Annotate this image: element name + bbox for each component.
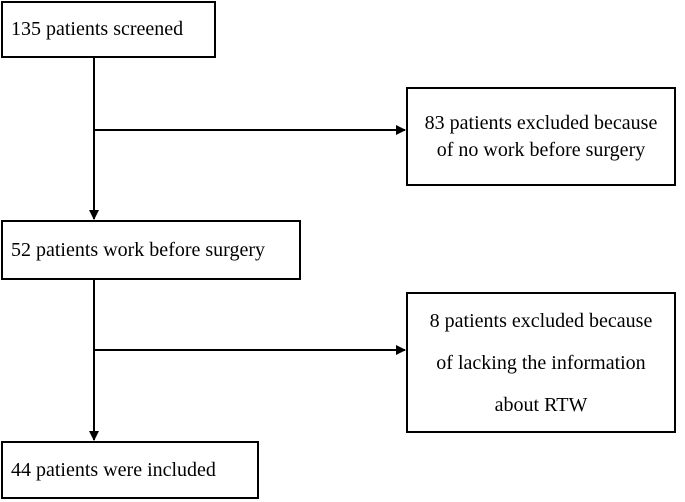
excluded-lacking-info-line-3: about RTW (494, 393, 588, 416)
excluded-no-work-box: 83 patients excluded because of no work … (406, 87, 676, 186)
excluded-lacking-info-line-2: of lacking the information (436, 351, 646, 374)
included-text: 44 patients were included (11, 458, 216, 481)
screened-text: 135 patients screened (11, 18, 184, 40)
included-box: 44 patients were included (1, 441, 259, 499)
working-text: 52 patients work before surgery (11, 238, 266, 261)
excluded-lacking-info-box: 8 patients excluded because of lacking t… (406, 292, 676, 433)
excluded-lacking-info-line-1: 8 patients excluded because (429, 309, 653, 332)
working-box: 52 patients work before surgery (1, 220, 301, 280)
excluded-no-work-line-2: of no work before surgery (436, 138, 646, 161)
screened-box: 135 patients screened (1, 1, 216, 58)
excluded-no-work-line-1: 83 patients excluded because (424, 111, 658, 134)
